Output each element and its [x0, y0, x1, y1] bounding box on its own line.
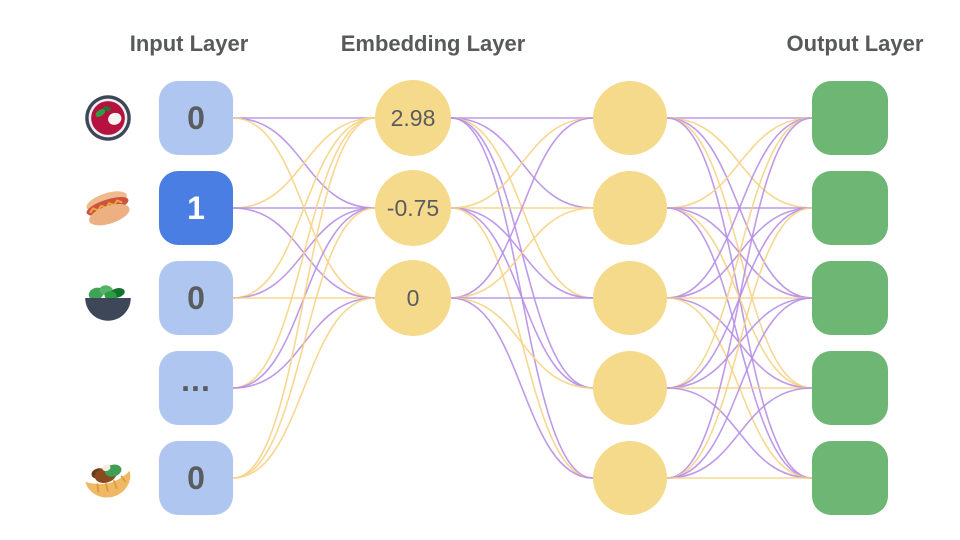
embedding-layer-title: Embedding Layer	[340, 31, 526, 56]
edge-hidden5-output2	[666, 207, 813, 479]
edge-input5-embedding1	[232, 117, 376, 479]
edge-embedding2-hidden1	[450, 117, 594, 209]
input-layer-title: Input Layer	[129, 31, 249, 56]
edge-input5-embedding3	[232, 297, 376, 479]
output-node-4	[812, 351, 888, 425]
hidden-node-5	[593, 441, 667, 515]
embedding-node-2: -0.75	[375, 170, 451, 246]
input-node-value: 0	[187, 99, 205, 136]
input-node-value: 0	[187, 279, 205, 316]
edge-embedding3-hidden1	[450, 117, 594, 299]
output-layer-title: Output Layer	[786, 31, 924, 56]
edge-hidden2-output1	[666, 117, 813, 209]
input-node-3: 0	[159, 261, 233, 335]
embedding-node-3: 0	[375, 260, 451, 336]
input-node-4: ...	[159, 351, 233, 425]
edge-hidden5-output1	[666, 117, 813, 479]
edge-hidden4-output1	[666, 117, 813, 389]
hot-dog-icon	[81, 181, 135, 235]
input-node-value: ...	[181, 361, 211, 398]
hidden-node-4	[593, 351, 667, 425]
edge-embedding3-hidden2	[450, 207, 594, 299]
green-salad-icon	[81, 271, 135, 325]
edge-input4-embedding1	[232, 117, 376, 389]
borscht-soup-icon	[81, 91, 135, 145]
stuffed-flatbread-icon	[81, 451, 135, 505]
input-node-value: 0	[187, 459, 205, 496]
edge-hidden3-output1	[666, 117, 813, 299]
edge-input3-embedding1	[232, 117, 376, 299]
edge-input5-embedding2	[232, 207, 376, 479]
edge-hidden5-output4	[666, 387, 813, 479]
output-node-5	[812, 441, 888, 515]
input-node-2: 1	[159, 171, 233, 245]
embedding-node-1: 2.98	[375, 80, 451, 156]
output-node-3	[812, 261, 888, 335]
input-node-1: 0	[159, 81, 233, 155]
embedding-node-value: 0	[406, 284, 420, 311]
embedding-node-value: -0.75	[386, 194, 440, 221]
hidden-node-2	[593, 171, 667, 245]
edge-embedding3-hidden5	[450, 297, 594, 479]
edge-input2-embedding1	[232, 117, 376, 209]
output-node-2	[812, 171, 888, 245]
edge-embedding3-hidden4	[450, 297, 594, 389]
edge-hidden5-output3	[666, 297, 813, 479]
hidden-node-3	[593, 261, 667, 335]
input-node-5: 0	[159, 441, 233, 515]
output-node-1	[812, 81, 888, 155]
input-node-value: 1	[187, 189, 205, 226]
hidden-node-1	[593, 81, 667, 155]
embedding-node-value: 2.98	[390, 104, 436, 131]
